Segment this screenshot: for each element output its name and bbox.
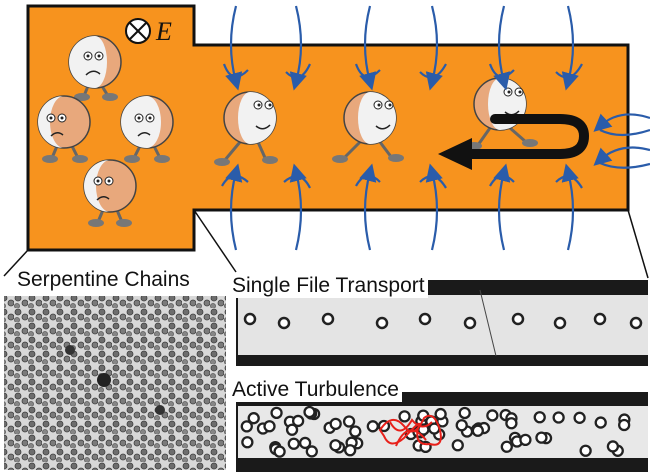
particle-sad-4 xyxy=(83,159,137,227)
single-file-transport-image xyxy=(236,280,648,366)
zoom-line-middle xyxy=(193,209,237,273)
colloid-particle xyxy=(535,431,548,444)
colloid-particle xyxy=(573,411,586,424)
colloid-particle xyxy=(263,420,276,433)
colloid-particle xyxy=(329,439,342,452)
colloid-particle xyxy=(270,406,283,419)
colloid-particle xyxy=(398,410,411,423)
colloid-particle xyxy=(342,415,356,428)
particle-happy-2 xyxy=(332,91,404,163)
colloid-particle xyxy=(277,316,291,330)
panel-label-turbulence: Active Turbulence xyxy=(229,378,402,402)
colloid-particle xyxy=(321,312,335,326)
colloid-particle xyxy=(618,418,631,432)
colloid-particle xyxy=(287,437,300,450)
colloid-particle xyxy=(552,411,565,424)
colloid-particle xyxy=(349,425,362,438)
tracer-trajectory xyxy=(378,414,442,447)
single-file-particles xyxy=(243,312,643,330)
rotation-arrow-icon xyxy=(593,113,650,169)
colloid-particle xyxy=(291,414,305,428)
turbulence-particles xyxy=(240,405,631,458)
rotation-arrow-icon xyxy=(221,163,583,251)
serpentine-chains-image xyxy=(4,296,226,470)
colloid-particle xyxy=(243,312,257,326)
panel-label-serpentine: Serpentine Chains xyxy=(14,268,193,292)
colloid-particle xyxy=(247,412,260,425)
colloid-particle xyxy=(505,417,518,430)
colloid-particle xyxy=(629,316,643,330)
colloid-particle xyxy=(579,444,592,457)
colloid-particle xyxy=(533,411,546,424)
colloid-particle xyxy=(273,445,286,458)
colloid-particle xyxy=(553,316,567,330)
colloid-particle xyxy=(329,417,342,430)
zoom-line-right xyxy=(627,209,649,279)
colloid-particle xyxy=(606,440,620,453)
colloid-particle xyxy=(305,445,318,458)
field-symbol-label: E xyxy=(155,17,172,46)
colloid-particle xyxy=(463,316,477,330)
colloid-particle xyxy=(344,444,357,457)
colloid-particle xyxy=(519,433,532,447)
colloid-particle xyxy=(418,312,432,326)
colloid-particle xyxy=(434,407,447,421)
colloid-particle xyxy=(366,420,379,433)
rotation-arrow-icon xyxy=(222,5,583,91)
colloid-particle xyxy=(240,420,253,433)
colloid-particle xyxy=(593,312,607,326)
colloid-particle xyxy=(511,312,525,326)
particle-sad-2 xyxy=(37,95,91,163)
colloid-particle xyxy=(486,409,499,422)
colloid-particle xyxy=(303,405,316,419)
colloid-particle xyxy=(455,419,468,432)
particle-happy-1 xyxy=(214,91,278,166)
field-into-page-icon xyxy=(125,18,151,44)
panel-label-single-file: Single File Transport xyxy=(229,274,428,298)
colloid-particle xyxy=(458,406,471,420)
colloid-particle xyxy=(471,424,484,437)
colloid-particle xyxy=(451,439,464,452)
particle-sad-1 xyxy=(68,35,122,101)
colloid-particle xyxy=(500,440,513,453)
colloid-particle xyxy=(375,316,389,330)
zoom-line-left xyxy=(3,249,29,277)
colloid-particle xyxy=(298,436,312,450)
particle-sad-3 xyxy=(120,95,174,163)
colloid-particle xyxy=(285,423,299,436)
u-turn-arrow-icon xyxy=(438,114,590,170)
colloid-particle xyxy=(241,436,254,449)
colloid-particle xyxy=(594,416,607,429)
